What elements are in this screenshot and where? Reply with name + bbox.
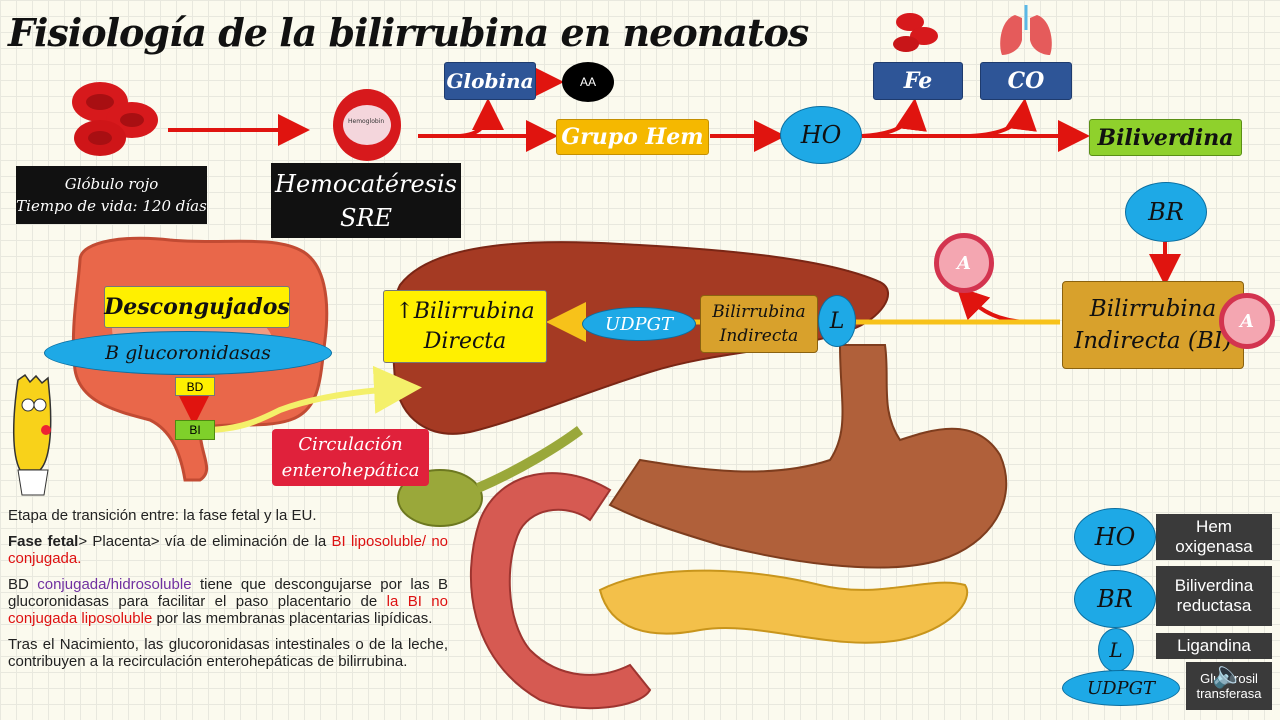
- red-arrows: [168, 66, 1181, 426]
- circ-line2: enterohepática: [281, 459, 420, 481]
- hemocateresis-box: Hemocatéresis SRE: [271, 163, 461, 238]
- legend-br-label: Biliverdina reductasa: [1156, 566, 1272, 626]
- legend-ho-ellipse: HO: [1074, 508, 1156, 566]
- bilirrubina-indirecta-box: Bilirrubina Indirecta: [700, 295, 818, 353]
- red-blood-cells-icon: [72, 82, 158, 156]
- descongujados-box: Descongujados: [104, 286, 290, 328]
- globulo-rojo-label: Glóbulo rojo: [64, 175, 159, 193]
- albumin-icon: A: [1219, 293, 1275, 349]
- p3-purple: conjugada/hidrosoluble: [37, 576, 192, 593]
- enterohepatic-arrow: [203, 365, 422, 433]
- p3-red: la BI no conjugada liposoluble: [8, 593, 448, 627]
- lungs-icon: [1000, 5, 1052, 55]
- ho-ellipse: HO: [780, 106, 862, 164]
- hemoglobin-label: Hemoglobin: [348, 118, 385, 125]
- bili-ind-line2: Indirecta: [719, 326, 799, 346]
- p3-part-b: tiene que descongujarse por las B glucor…: [8, 576, 448, 610]
- bi-box-line2: Indirecta (BI): [1074, 328, 1232, 354]
- aa-ellipse: AA: [562, 62, 614, 102]
- hemocateresis-label: Hemocatéresis: [275, 169, 457, 198]
- br-ellipse: BR: [1125, 182, 1207, 242]
- cartoon-character-icon: [13, 373, 52, 496]
- p2-red: BI liposoluble/ no conjugada.: [8, 533, 449, 567]
- bili-ind-line1: Bilirrubina: [712, 302, 806, 322]
- fe-box: Fe: [873, 62, 963, 100]
- bd-label: BD: [175, 377, 215, 396]
- legend-udpgt-ellipse: UDPGT: [1062, 670, 1180, 706]
- pancreas-illustration: [598, 569, 969, 644]
- destroyed-cell-icon: [333, 89, 401, 161]
- bi-box-line1: Bilirrubina: [1089, 296, 1217, 322]
- globulo-rojo-lifetime: Tiempo de vida: 120 días: [16, 197, 207, 215]
- globina-box: Globina: [444, 62, 536, 100]
- legend-l-label: Ligandina: [1156, 633, 1272, 659]
- legend-udpgt-label: Glucurosil transferasa: [1186, 662, 1272, 710]
- explanatory-text: Etapa de transición entre: la fase fetal…: [8, 507, 448, 679]
- legend-l-ellipse: L: [1098, 628, 1134, 672]
- circ-line1: Circulación: [298, 433, 403, 455]
- bili-dir-line2: Directa: [423, 328, 507, 354]
- legend-br-ellipse: BR: [1074, 570, 1156, 628]
- text-paragraph-2: Fase fetal> Placenta> vía de eliminación…: [8, 533, 448, 567]
- co-box: CO: [980, 62, 1072, 100]
- l-ellipse: L: [818, 295, 856, 347]
- speaker-icon[interactable]: 🔈: [1212, 660, 1245, 690]
- grupo-hem-box: Grupo Hem: [556, 119, 709, 155]
- biliverdina-box: Biliverdina: [1089, 119, 1242, 156]
- albumin-free-icon: A: [934, 233, 994, 293]
- udpgt-ellipse: UDPGT: [582, 307, 696, 341]
- small-rbc-icon: [893, 13, 938, 52]
- p3-part-a: BD: [8, 576, 38, 593]
- duodenum-illustration: [469, 472, 652, 710]
- bi-label: BI: [175, 420, 215, 440]
- circulacion-enterohepatica-box: Circulación enterohepática: [272, 429, 429, 486]
- fase-fetal-bold: Fase fetal: [8, 533, 79, 550]
- text-paragraph-4: Tras el Nacimiento, las glucoronidasas i…: [8, 636, 448, 670]
- bilirrubina-indirecta-bi-box: Bilirrubina Indirecta (BI): [1062, 281, 1244, 369]
- globulo-rojo-box: Glóbulo rojo Tiempo de vida: 120 días: [16, 166, 207, 224]
- stomach-illustration: [608, 344, 1008, 569]
- bili-dir-line1: ↑Bilirrubina: [395, 298, 535, 324]
- text-paragraph-3: BD conjugada/hidrosoluble tiene que desc…: [8, 576, 448, 627]
- sre-label: SRE: [339, 203, 393, 232]
- bilirrubina-directa-box: ↑Bilirrubina Directa: [383, 290, 547, 363]
- page-title: Fisiología de la bilirrubina en neonatos: [8, 10, 809, 55]
- p2-part-a: > Placenta> vía de eliminación de la: [78, 533, 332, 550]
- text-paragraph-1: Etapa de transición entre: la fase fetal…: [8, 507, 317, 524]
- b-glucoronidasas-ellipse: B glucoronidasas: [44, 331, 332, 375]
- legend-ho-label: Hem oxigenasa: [1156, 514, 1272, 560]
- p3-part-c: por las membranas placentarias lipídicas…: [152, 610, 433, 627]
